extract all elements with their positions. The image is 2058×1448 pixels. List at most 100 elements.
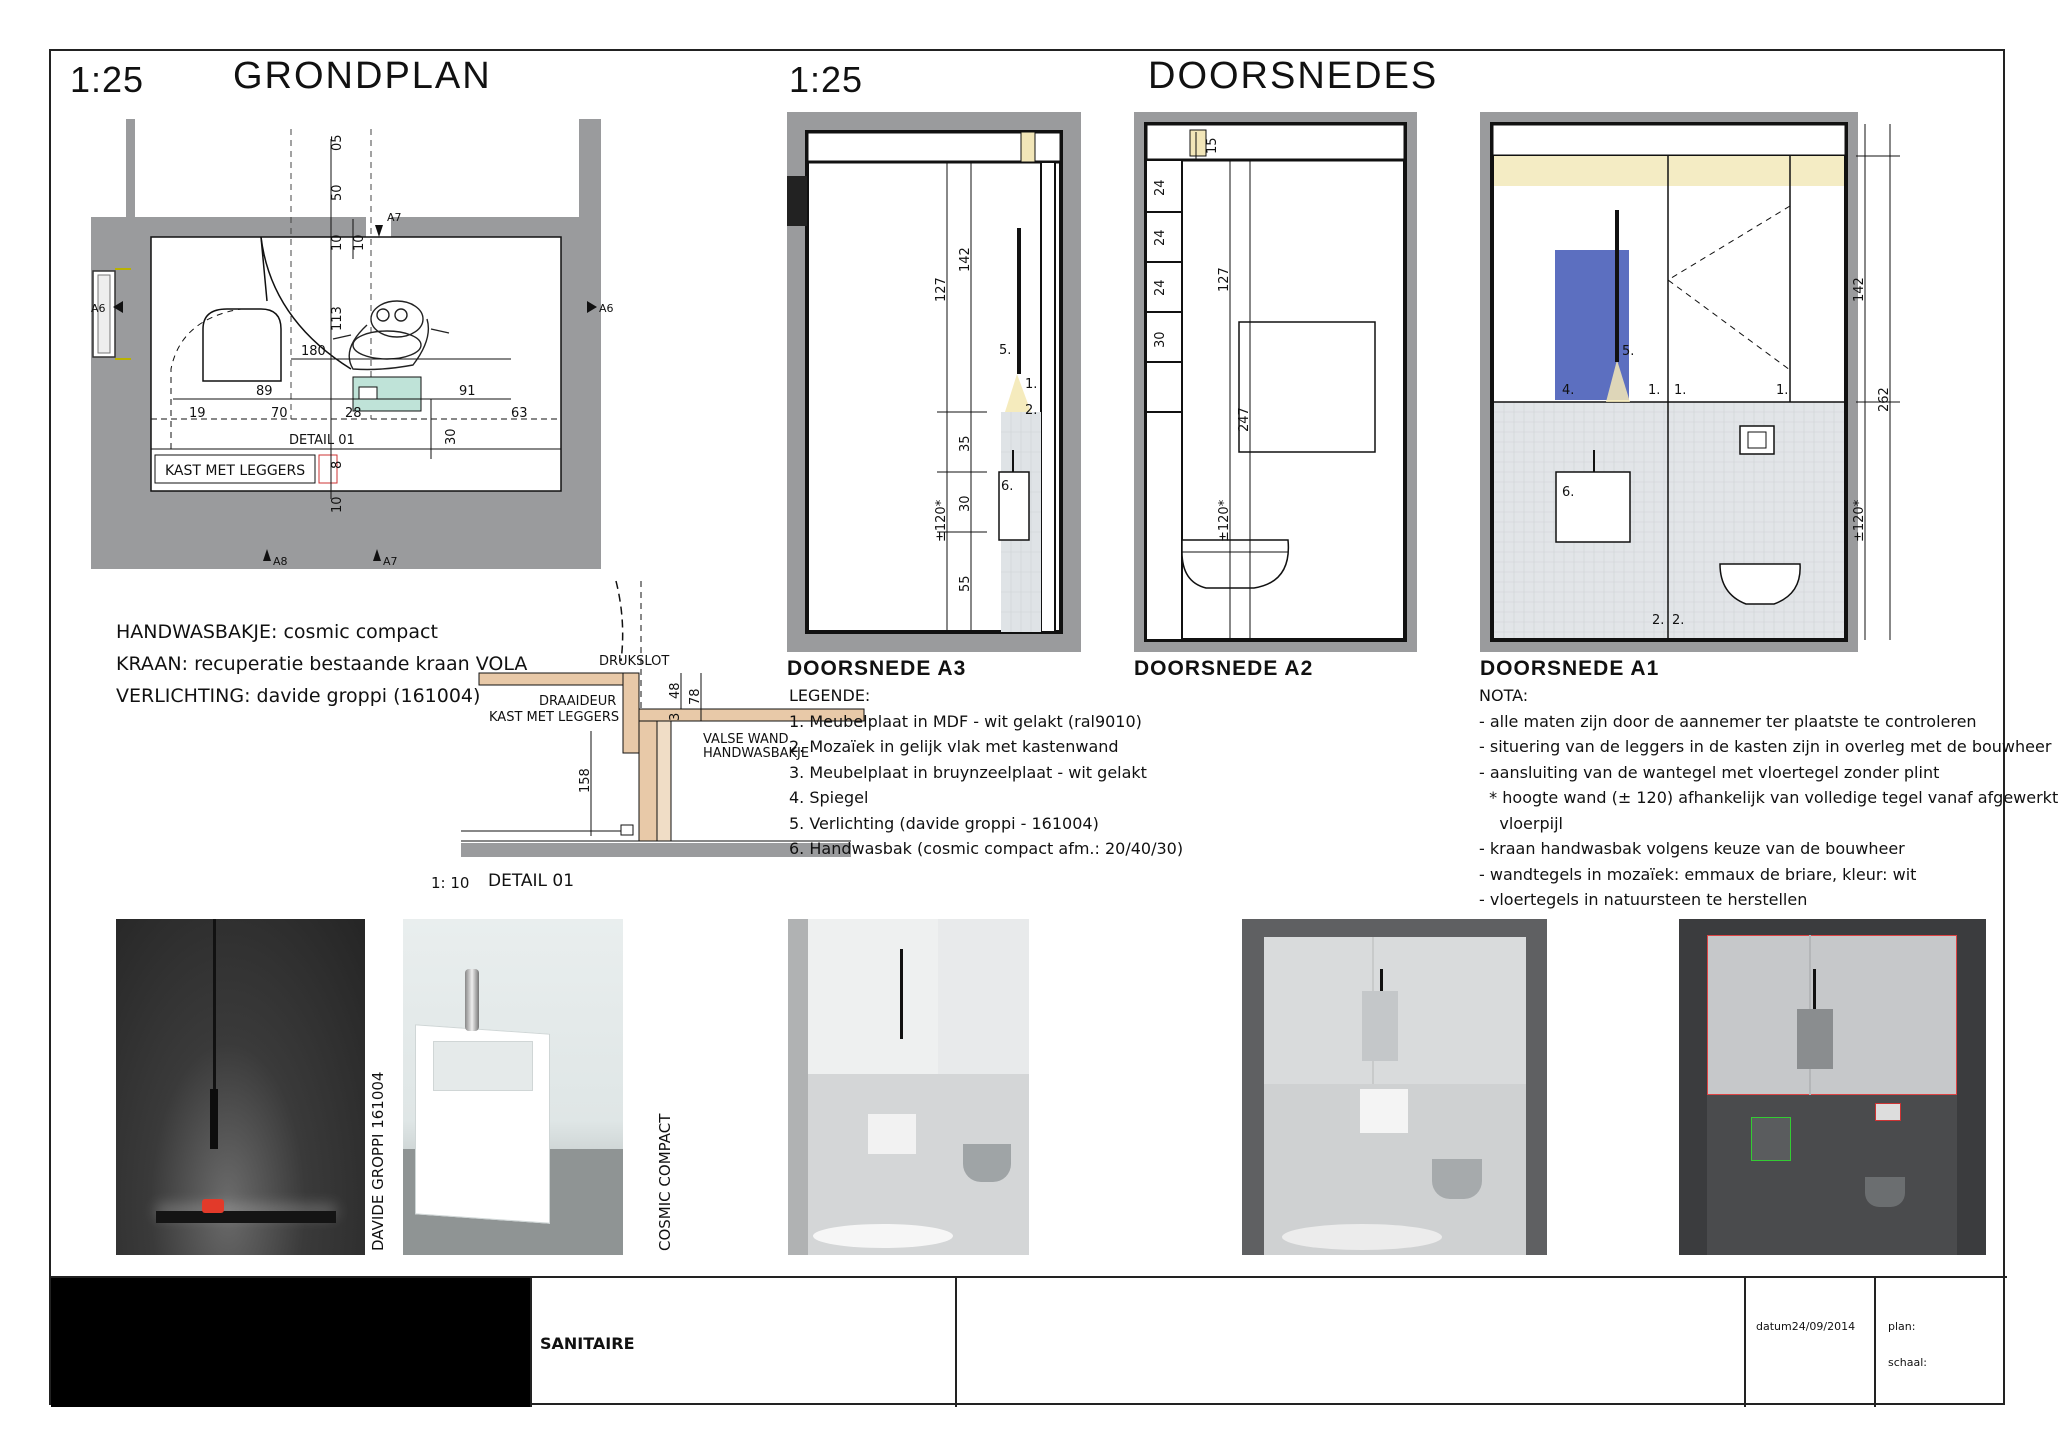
a1-marker-1b: 1. xyxy=(1674,383,1686,398)
render-view-1 xyxy=(788,919,1029,1255)
detail-label-handwasbakje: HANDWASBAKJE xyxy=(703,746,809,761)
a2-dim-247: 247 xyxy=(1237,407,1252,432)
svg-text:10: 10 xyxy=(352,234,367,251)
detail-label-kast: KAST MET LEGGERS xyxy=(489,710,619,725)
title-block-logo-area xyxy=(51,1278,530,1407)
a2-dim-120: ±120* xyxy=(1217,499,1232,542)
svg-text:89: 89 xyxy=(256,384,273,399)
detail-dim-3: 3 xyxy=(668,713,683,721)
section-a2-title: DOORSNEDE A2 xyxy=(1134,657,1314,680)
a1-dim-262: 262 xyxy=(1877,387,1892,412)
specs-block: HANDWASBAKJE: cosmic compact KRAAN: recu… xyxy=(116,616,527,712)
a3-marker-1: 1. xyxy=(1025,377,1037,392)
svg-text:113: 113 xyxy=(330,306,345,331)
detail-label-draaideur: DRAAIDEUR xyxy=(539,694,616,709)
legend-item-4: 4. Spiegel xyxy=(789,788,869,807)
section-a1-drawing: 142 262 ±120* 5. 4. 1. 1. 1. 6. 2. 2. xyxy=(1480,112,1900,652)
marker-a7-top: A7 xyxy=(387,211,402,224)
section-a3-title: DOORSNEDE A3 xyxy=(787,657,967,680)
svg-text:180: 180 xyxy=(301,344,326,359)
nota-item-5: vloerpijl xyxy=(1479,813,1563,833)
render-view-2 xyxy=(1242,919,1547,1255)
a1-marker-2b: 2. xyxy=(1672,613,1684,628)
photo-cosmic-compact-basin xyxy=(403,919,652,1255)
detail-dim-48: 48 xyxy=(668,682,683,699)
svg-text:91: 91 xyxy=(459,384,476,399)
render-view-3 xyxy=(1679,919,1986,1255)
label-cosmic-compact: COSMIC COMPACT xyxy=(656,1113,674,1251)
detail-dim-158: 158 xyxy=(578,768,593,793)
a3-dim-127: 127 xyxy=(934,277,949,302)
section-a2-drawing: 15 24 24 24 30 127 247 ±120* xyxy=(1134,112,1417,652)
svg-text:10: 10 xyxy=(330,496,345,513)
a3-dim-142: 142 xyxy=(958,247,973,272)
nota-item-6: - kraan handwasbak volgens keuze van de … xyxy=(1479,839,1905,858)
spec-kraan: KRAAN: recuperatie bestaande kraan VOLA xyxy=(116,653,528,675)
svg-text:70: 70 xyxy=(271,406,288,421)
detail-ref: DETAIL 01 xyxy=(289,433,355,448)
section-a1-title: DOORSNEDE A1 xyxy=(1480,657,1660,680)
detail-dim-78: 78 xyxy=(688,688,703,705)
nota-block: NOTA: - alle maten zijn door de aannemer… xyxy=(1479,683,2058,913)
a3-dim-30: 30 xyxy=(958,495,973,512)
detail-label-drukslot: DRUKSLOT xyxy=(599,654,669,669)
svg-text:28: 28 xyxy=(345,406,362,421)
nota-item-2: - situering van de leggers in de kasten … xyxy=(1479,737,2052,756)
a3-marker-5: 5. xyxy=(999,343,1011,358)
marker-a6-right: A6 xyxy=(599,302,614,315)
grondplan-title: GRONDPLAN xyxy=(233,55,492,97)
svg-text:19: 19 xyxy=(189,406,206,421)
drawing-sheet: 1:25 GRONDPLAN 1:25 DOORSNEDES xyxy=(49,49,2058,1407)
nota-item-3: - aansluiting van de wantegel met vloert… xyxy=(1479,762,1940,782)
svg-text:8: 8 xyxy=(330,461,345,469)
a1-marker-5: 5. xyxy=(1622,344,1634,359)
detail-title: DETAIL 01 xyxy=(488,871,575,891)
a2-dim-24c: 24 xyxy=(1153,279,1168,296)
legend-item-6: 6. Handwasbak (cosmic compact afm.: 20/4… xyxy=(789,839,1184,858)
svg-text:50: 50 xyxy=(330,184,345,201)
section-a3-drawing: 127 142 35 30 ±120* 55 5. 1. 2. 6. xyxy=(787,112,1081,652)
a3-dim-35: 35 xyxy=(958,435,973,452)
spec-verlichting: VERLICHTING: davide groppi (161004) xyxy=(116,685,481,707)
title-block: SANITAIRE datum24/09/2014 plan: schaal: xyxy=(51,1276,2007,1407)
schaal-label: schaal: xyxy=(1888,1356,1927,1369)
a3-dim-120: ±120* xyxy=(934,499,949,542)
doorsnedes-title: DOORSNEDES xyxy=(1148,55,1439,97)
title-block-plan-cell: plan: schaal: xyxy=(1874,1278,2007,1407)
spec-handwasbakje: HANDWASBAKJE: cosmic compact xyxy=(116,621,438,643)
a3-marker-6: 6. xyxy=(1001,479,1013,494)
nota-item-4: * hoogte wand (± 120) afhankelijk van vo… xyxy=(1479,788,2058,807)
svg-text:05: 05 xyxy=(330,134,345,151)
a2-dim-30: 30 xyxy=(1153,331,1168,348)
label-davide-groppi: DAVIDE GROPPI 161004 xyxy=(369,1071,387,1251)
a1-marker-1c: 1. xyxy=(1776,383,1788,398)
a3-dim-55: 55 xyxy=(958,575,973,592)
marker-a7-bottom: A7 xyxy=(383,555,398,568)
legend-block: LEGENDE: 1. Meubelplaat in MDF - wit gel… xyxy=(789,683,1183,862)
legend-item-1: 1. Meubelplaat in MDF - wit gelakt (ral9… xyxy=(789,711,1142,731)
title-block-empty-cell xyxy=(955,1278,1744,1407)
title-block-project-cell: SANITAIRE xyxy=(530,1278,955,1407)
marker-a8: A8 xyxy=(273,555,288,568)
marker-a6-left: A6 xyxy=(91,302,106,315)
datum-value: datum24/09/2014 xyxy=(1756,1320,1856,1333)
a1-marker-1a: 1. xyxy=(1648,383,1660,398)
legend-item-3: 3. Meubelplaat in bruynzeelplaat - wit g… xyxy=(789,762,1147,782)
a2-dim-24a: 24 xyxy=(1153,179,1168,196)
svg-text:30: 30 xyxy=(444,428,459,445)
a3-marker-2: 2. xyxy=(1025,403,1037,418)
nota-title: NOTA: xyxy=(1479,686,1529,705)
legend-item-2: 2. Mozaïek in gelijk vlak met kastenwand xyxy=(789,737,1119,756)
svg-text:63: 63 xyxy=(511,406,528,421)
a2-dim-127: 127 xyxy=(1217,267,1232,292)
doorsnedes-scale: 1:25 xyxy=(789,59,864,100)
nota-item-7: - wandtegels in mozaïek: emmaux de briar… xyxy=(1479,864,1917,884)
floor-plan: 05 50 10 10 113 180 89 70 19 28 63 91 30… xyxy=(91,119,614,569)
detail-label-valse-wand: VALSE WAND xyxy=(703,732,789,747)
grondplan-scale: 1:25 xyxy=(70,59,145,100)
a1-dim-142: 142 xyxy=(1852,277,1867,302)
plan-label: plan: xyxy=(1888,1320,1916,1333)
a2-dim-24b: 24 xyxy=(1153,229,1168,246)
detail-01-drawing: 48 78 3 158 DRUKSLOT DRAAIDEUR KAST MET … xyxy=(461,580,865,857)
legend-item-5: 5. Verlichting (davide groppi - 161004) xyxy=(789,813,1099,833)
